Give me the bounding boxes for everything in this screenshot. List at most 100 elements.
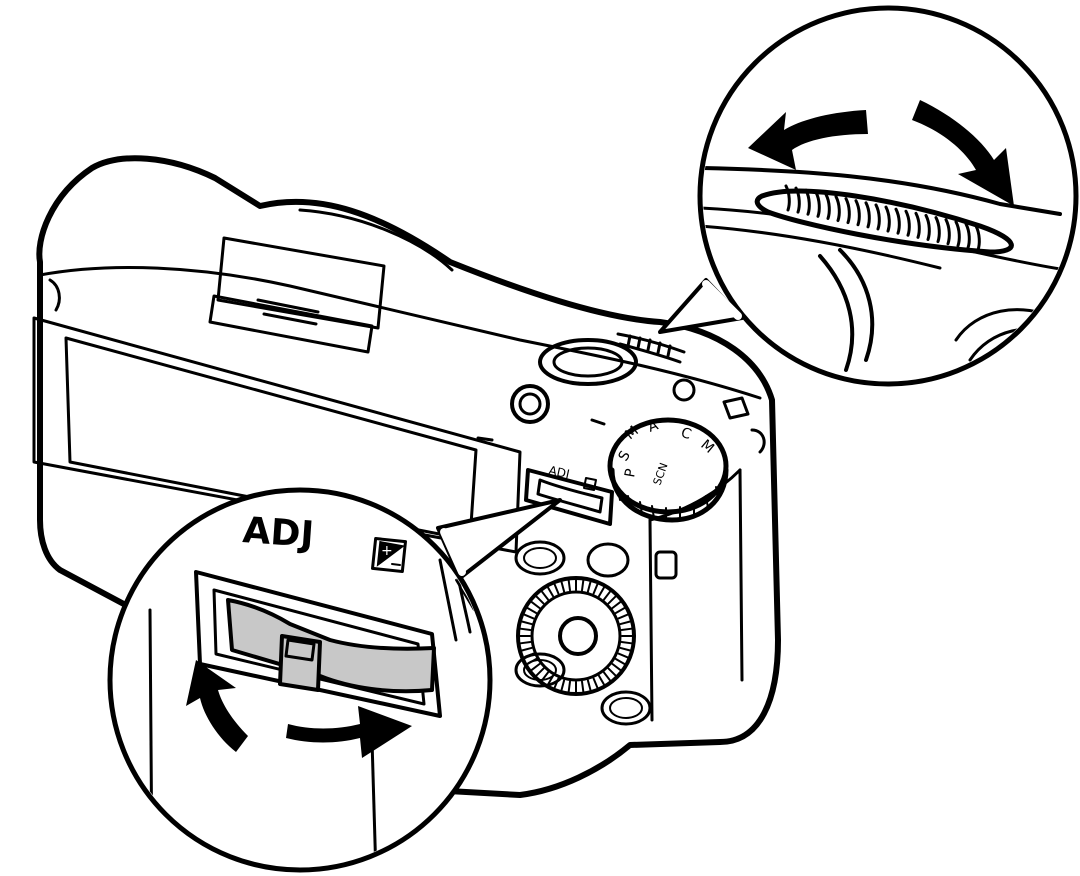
back-button-4 [600, 690, 652, 726]
knurl-tick [592, 677, 599, 689]
wheel-ridge [894, 207, 901, 235]
wheel-ridge [814, 190, 821, 218]
back-button-1-inner [523, 547, 557, 569]
knurl-tick [519, 641, 532, 645]
knurl-tick [553, 677, 560, 689]
controller-knurl [519, 579, 633, 693]
wheel-ridge [864, 201, 871, 229]
flash-button [722, 396, 750, 420]
wheel-ridge [854, 199, 861, 227]
knurl-tick [547, 586, 554, 598]
knurl-tick [540, 590, 549, 601]
wheel-ridge [904, 209, 911, 237]
knurl-tick [526, 607, 538, 614]
hot-shoe-slot-2 [262, 312, 318, 326]
controller-ring-inner [530, 590, 622, 682]
rotate-left-arrow-bottom [186, 660, 248, 752]
hot-shoe-slot [256, 298, 320, 314]
knurl-tick [617, 613, 629, 620]
controller-ring [516, 576, 636, 696]
wheel-ridge [944, 218, 951, 246]
knurl-tick [619, 646, 632, 652]
wheel-ridge [884, 205, 891, 233]
knurl-tick [581, 579, 585, 592]
knurl-tick [598, 586, 605, 598]
knurl-tick [523, 613, 535, 620]
knurl-tick [540, 671, 549, 682]
shutter-button [538, 338, 638, 386]
small-button [672, 378, 696, 402]
wheel-ridge [954, 220, 961, 248]
adj-lever-frame-inner [212, 588, 426, 706]
knurl-tick [586, 679, 592, 692]
knurl-tick [611, 663, 622, 672]
adj-label-small: ADJ [547, 463, 570, 481]
indicator-bar-2 [590, 418, 606, 426]
knurl-tick [607, 667, 617, 677]
strap-lug [750, 428, 766, 454]
wheel-ridge [924, 213, 931, 241]
knurl-tick [535, 667, 545, 677]
knurl-tick [530, 600, 541, 609]
shutter-button-inner [552, 346, 624, 378]
adj-lever-frame [194, 570, 442, 718]
knurl-tick [520, 620, 533, 626]
wheel-ridge [874, 203, 881, 231]
indicator-bar [476, 436, 494, 442]
exposure-icon-small [583, 477, 597, 491]
grip-line [648, 518, 654, 722]
up-dial-small [616, 332, 686, 364]
callout-pointer-bottom [436, 498, 562, 580]
knurl-tick [603, 671, 612, 682]
lens-barrel [298, 208, 454, 272]
knurl-tick [603, 590, 612, 601]
knurl-tick [620, 641, 633, 645]
adj-label-large: ADJ [241, 510, 315, 556]
wheel-ridge [794, 186, 801, 214]
knurl-tick [535, 595, 545, 605]
corner-detail [48, 278, 61, 312]
knurl-tick [560, 679, 566, 692]
adj-lever-small-grip [536, 478, 604, 514]
wheel-ridge [784, 184, 791, 212]
up-dial-wheel [784, 184, 981, 252]
knurl-tick [614, 658, 626, 665]
back-button-2 [586, 542, 630, 578]
knurl-tick [560, 580, 566, 593]
knurl-tick [611, 600, 622, 609]
wheel-ridge [804, 188, 811, 216]
wheel-ridge [824, 192, 831, 220]
wheel-ridge [844, 197, 851, 225]
mode-dial-label-4: P [622, 468, 639, 479]
knurl-tick [547, 674, 554, 686]
knurl-tick [526, 658, 538, 665]
knurl-tick [520, 646, 533, 652]
camera-outline [36, 155, 781, 798]
knurl-tick [617, 652, 629, 659]
wheel-ridge [964, 222, 971, 250]
ok-button [558, 616, 598, 656]
rotate-right-arrow [912, 100, 1014, 206]
grip-line-2 [738, 468, 744, 682]
knurl-tick [620, 627, 633, 631]
knurl-tick [523, 652, 535, 659]
svg-text:+: + [381, 543, 393, 559]
knurl-tick [614, 607, 626, 614]
callout-circle-top [697, 5, 1079, 387]
wheel-ridge [914, 211, 921, 239]
back-button-1 [514, 540, 566, 576]
knurl-tick [619, 620, 632, 626]
knurl-tick [607, 595, 617, 605]
callout-adj-lever: ADJ + [107, 487, 562, 873]
back-button-4-inner [609, 697, 643, 719]
side-button [654, 550, 678, 580]
mode-dial: M A S P C M SCN [607, 417, 729, 523]
wheel-ridge [834, 195, 841, 223]
knurl-tick [530, 663, 541, 672]
hot-shoe [216, 236, 386, 330]
wheel-ridge [974, 224, 981, 252]
knurl-tick [586, 580, 592, 593]
grip-curve [648, 468, 742, 522]
adj-lever [226, 598, 436, 694]
